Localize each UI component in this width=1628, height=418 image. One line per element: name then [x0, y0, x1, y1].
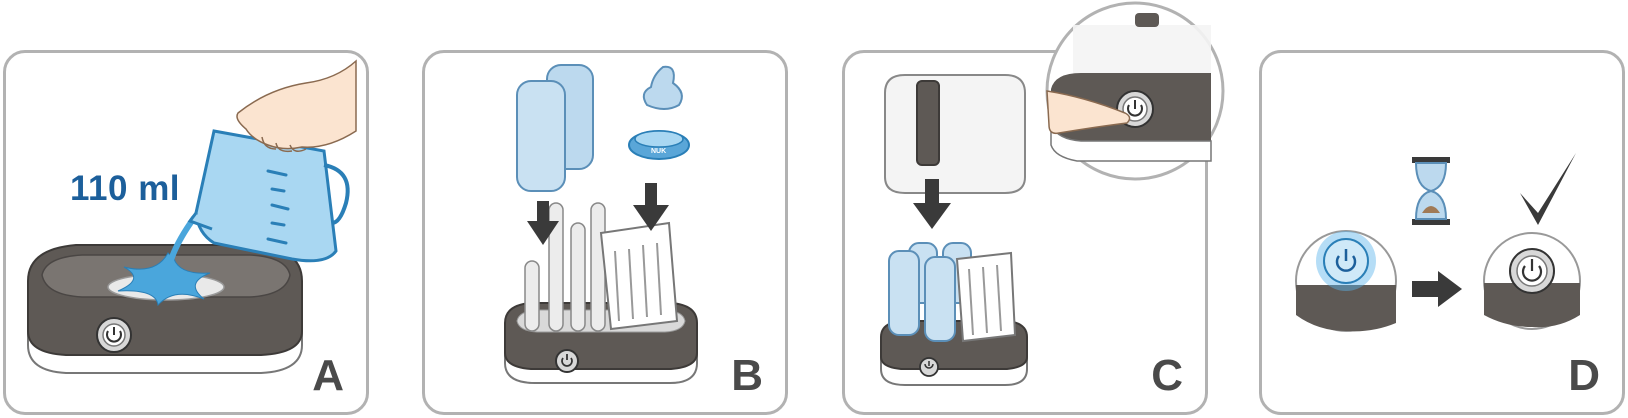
arrow-down-icon	[633, 183, 669, 231]
hand-icon	[1046, 90, 1131, 135]
step-c-illustration	[880, 1, 1225, 386]
power-off-indicator	[1483, 232, 1581, 330]
arrow-right-icon	[1412, 271, 1462, 307]
measuring-jug-icon	[187, 129, 350, 263]
power-icon	[96, 317, 132, 353]
step-letter: A	[312, 351, 344, 400]
step-panel-c: C	[842, 1, 1225, 415]
hand-icon	[236, 59, 357, 153]
power-icon	[555, 349, 579, 373]
step-a-illustration	[27, 59, 357, 374]
ring-logo-text: NUK	[651, 148, 666, 155]
sterilizer-lid	[884, 74, 1026, 194]
power-icon	[919, 357, 939, 377]
step-letter: C	[1151, 351, 1183, 400]
accessory-basket	[955, 251, 1017, 343]
zoom-detail	[1045, 1, 1225, 181]
accessory-basket	[599, 221, 679, 331]
baby-bottle	[888, 242, 972, 342]
step-panel-d: D	[1259, 50, 1625, 415]
checkmark-icon	[1520, 153, 1576, 225]
step-letter: D	[1568, 351, 1600, 400]
power-icon	[1521, 259, 1543, 282]
step-b-illustration: NUK	[504, 64, 698, 384]
water-volume-label: 110 ml	[70, 169, 181, 208]
step-panel-b: NUK B	[422, 50, 788, 415]
teat-and-ring: NUK	[628, 65, 690, 160]
arrow-down-icon	[913, 179, 951, 229]
step-panel-a: 110 ml A	[3, 50, 369, 415]
arrow-down-icon	[527, 201, 559, 245]
power-on-indicator	[1295, 230, 1397, 332]
power-icon	[1335, 249, 1357, 272]
step-letter: B	[731, 351, 763, 400]
hourglass-icon	[1412, 157, 1450, 225]
baby-bottle	[516, 64, 594, 192]
step-d-illustration	[1295, 153, 1581, 332]
